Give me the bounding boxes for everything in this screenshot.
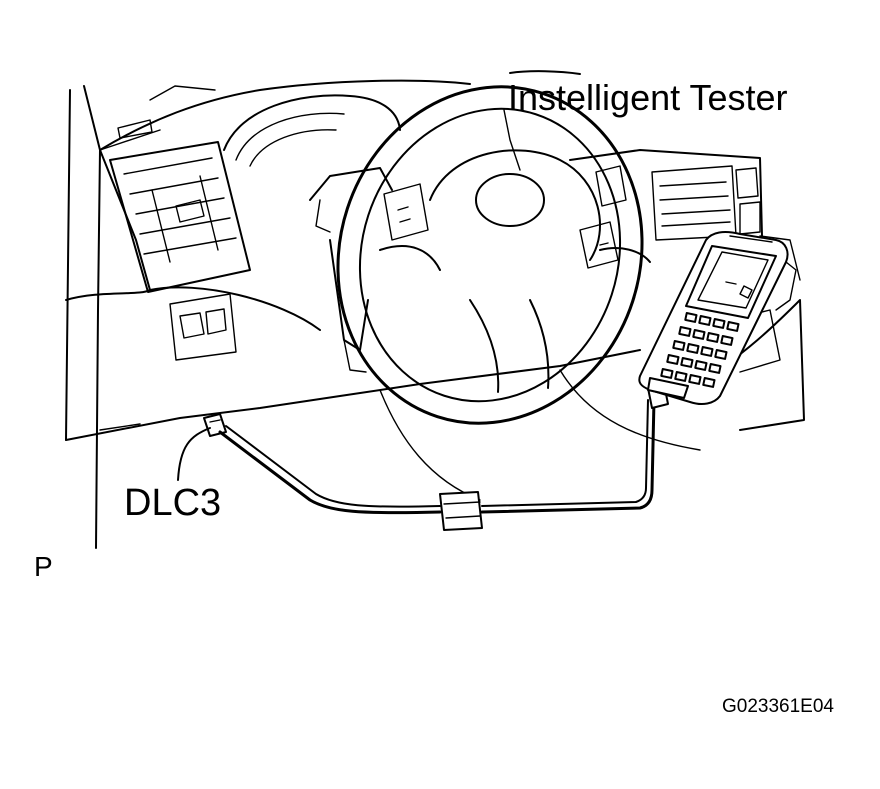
tester-cable	[218, 383, 669, 531]
dlc3-connector	[203, 413, 227, 437]
dlc3-label: DLC3	[124, 482, 222, 524]
position-label: P	[34, 551, 53, 582]
dashboard-upper	[99, 70, 581, 291]
steering-wheel	[336, 85, 651, 425]
instrument-cluster	[223, 94, 401, 233]
steering-column	[329, 239, 369, 373]
dlc3-leader-line	[177, 427, 211, 481]
intelligent-tester-device	[638, 231, 797, 405]
left-air-vent	[109, 141, 251, 293]
figure-id: G023361E04	[722, 696, 834, 717]
tester-keypad	[660, 312, 740, 388]
tester-label: Instelligent Tester	[508, 77, 788, 118]
a-pillar	[65, 85, 161, 549]
